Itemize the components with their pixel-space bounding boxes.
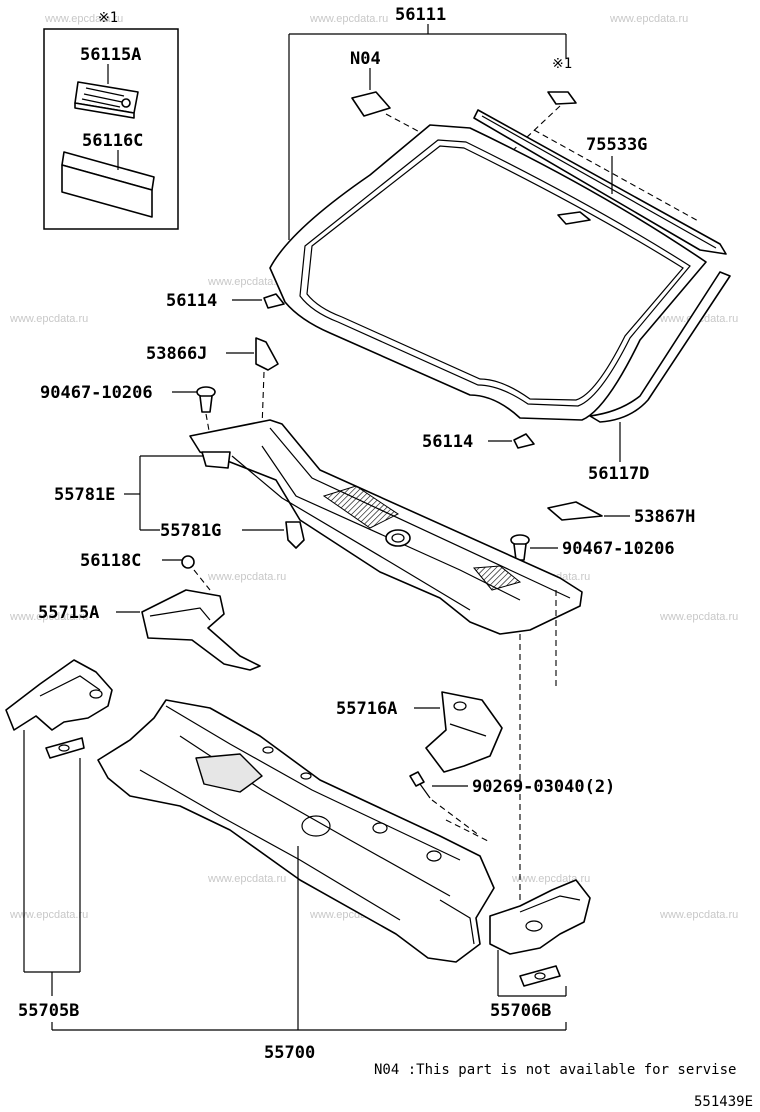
label-53867h: 53867H: [634, 507, 695, 527]
part-90467-a: [196, 386, 216, 413]
part-53867h: [547, 501, 603, 521]
part-55700-dash-panel: [97, 699, 495, 963]
part-55706b: [489, 879, 591, 987]
label-55706b: 55706B: [490, 1001, 551, 1021]
label-56114-a: 56114: [166, 291, 217, 311]
part-75533g: [473, 109, 727, 255]
label-56115a: 56115A: [80, 45, 141, 65]
drawing-number: 551439E: [694, 1094, 753, 1110]
part-56111-windshield: [269, 124, 707, 421]
label-55781g: 55781G: [160, 521, 221, 541]
leader-56111: [288, 24, 567, 240]
mark-note-box: ※1: [98, 10, 118, 26]
label-56117d: 56117D: [588, 464, 649, 484]
part-56115a: [74, 81, 139, 119]
part-90269-bolt: [409, 771, 431, 799]
label-55715a: 55715A: [38, 603, 99, 623]
part-55716a: [425, 691, 503, 773]
part-53866j: [255, 337, 279, 371]
watermark-layer: www.epcdata.ru www.epcdata.ru www.epcdat…: [9, 13, 738, 921]
part-56117d: [589, 271, 731, 423]
watermark: www.epcdata.ru: [44, 13, 123, 25]
watermark: www.epcdata.ru: [659, 909, 738, 921]
label-55700: 55700: [264, 1043, 315, 1063]
part-55715a: [141, 589, 261, 671]
label-56116c: 56116C: [82, 131, 143, 151]
label-53866j: 53866J: [146, 344, 207, 364]
watermark: www.epcdata.ru: [309, 13, 388, 25]
part-55705b: [5, 659, 113, 759]
part-n04: [351, 91, 391, 117]
label-56111: 56111: [395, 5, 446, 25]
part-56118c: [181, 555, 195, 569]
label-55716a: 55716A: [336, 699, 397, 719]
mark-note-clip: ※1: [552, 56, 572, 72]
part-90467-b: [510, 534, 530, 561]
watermark: www.epcdata.ru: [207, 571, 286, 583]
label-55781e: 55781E: [54, 485, 115, 505]
watermark: www.epcdata.ru: [207, 276, 286, 288]
label-n04: N04: [350, 49, 381, 69]
label-75533g: 75533G: [586, 135, 647, 155]
inset-box: ※1 56115A 56116C: [43, 10, 179, 230]
part-55781e-cowl-panel: [189, 419, 583, 635]
part-56116c: [61, 151, 155, 218]
watermark: www.epcdata.ru: [9, 313, 88, 325]
part-55781g: [285, 521, 305, 549]
watermark: www.epcdata.ru: [207, 873, 286, 885]
watermark: www.epcdata.ru: [9, 909, 88, 921]
footnote: N04 :This part is not available for serv…: [374, 1062, 736, 1078]
label-56114-b: 56114: [422, 432, 473, 452]
watermark: www.epcdata.ru: [9, 611, 88, 623]
label-90467-b: 90467-10206: [562, 539, 675, 559]
label-90269: 90269-03040(2): [472, 777, 615, 797]
part-56114-b: [513, 433, 535, 449]
label-55705b: 55705B: [18, 1001, 79, 1021]
watermark: www.epcdata.ru: [609, 13, 688, 25]
part-56114-a: [263, 293, 285, 309]
watermark: www.epcdata.ru: [659, 611, 738, 623]
part-clip-mark1: [547, 91, 577, 105]
label-90467-a: 90467-10206: [40, 383, 153, 403]
label-56118c: 56118C: [80, 551, 141, 571]
